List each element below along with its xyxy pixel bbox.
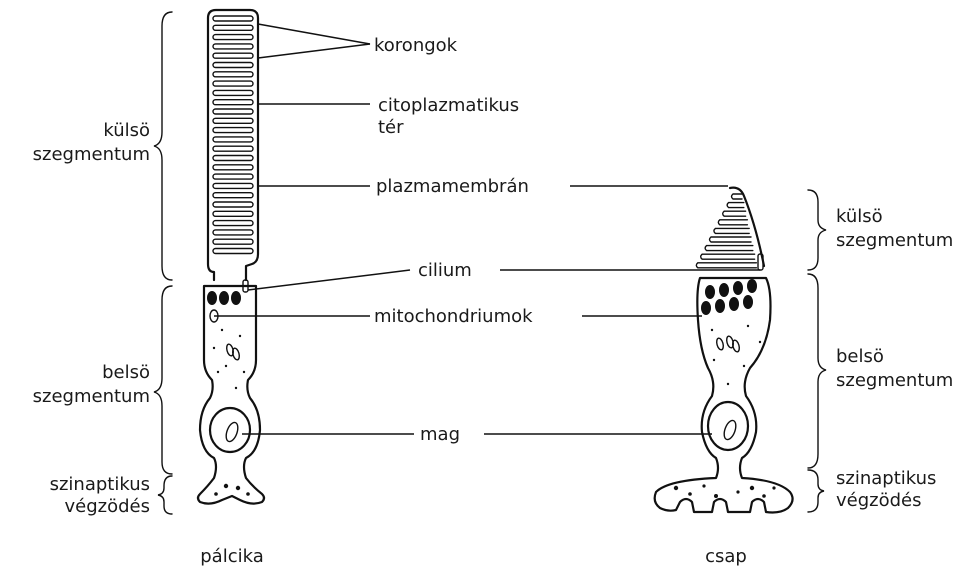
rod-disk bbox=[213, 118, 253, 123]
label-korongok: korongok bbox=[374, 35, 458, 56]
rod-disk bbox=[213, 100, 253, 105]
rod-inner-segment-outline bbox=[198, 286, 264, 504]
left-brace-inner-segment bbox=[154, 286, 172, 474]
label-cone: csap bbox=[705, 546, 747, 567]
rod-disk bbox=[213, 72, 253, 77]
rod-disk bbox=[213, 16, 253, 21]
rod-disk bbox=[213, 137, 253, 142]
rod-disk bbox=[213, 81, 253, 86]
cone-inner-segment-outline bbox=[655, 278, 793, 513]
cone-fold bbox=[718, 220, 747, 225]
right-brace-outer-segment bbox=[808, 190, 826, 270]
rod-mitochondria bbox=[207, 291, 241, 361]
cone-fold bbox=[696, 263, 756, 268]
cone-fold bbox=[710, 237, 752, 242]
right-inner-segment-line1: belsö bbox=[836, 346, 884, 367]
cone-nucleus bbox=[708, 402, 748, 450]
rod-disk bbox=[213, 202, 253, 207]
rod-disk bbox=[213, 183, 253, 188]
cone-cell bbox=[655, 188, 793, 513]
rod-synapse-dots bbox=[214, 484, 250, 496]
rod-disk bbox=[213, 44, 253, 49]
left-brace-synaptic-ending bbox=[158, 476, 172, 514]
right-outer-segment-line1: külsö bbox=[836, 206, 883, 227]
right-synaptic-ending-line2: végzödés bbox=[836, 490, 922, 511]
rod-nucleus bbox=[210, 408, 250, 452]
left-synaptic-ending-line1: szinaptikus bbox=[50, 474, 150, 495]
right-brace-synaptic-ending bbox=[808, 470, 824, 512]
rod-disk bbox=[213, 221, 253, 226]
cone-cytoplasm-dots bbox=[711, 325, 761, 385]
label-rod: pálcika bbox=[200, 546, 264, 567]
rod-disks bbox=[213, 16, 253, 254]
label-cilium: cilium bbox=[418, 260, 472, 281]
rod-disk bbox=[213, 230, 253, 235]
rod-disk bbox=[213, 146, 253, 151]
rod-disk bbox=[213, 63, 253, 68]
cone-fold bbox=[705, 246, 753, 251]
rod-disk bbox=[213, 128, 253, 133]
cone-fold bbox=[701, 254, 755, 259]
rod-disk bbox=[213, 35, 253, 40]
rod-disk bbox=[213, 211, 253, 216]
leader-lines bbox=[214, 24, 760, 434]
rod-disk bbox=[213, 239, 253, 244]
left-outer-segment-line1: külsö bbox=[103, 120, 150, 141]
label-mag: mag bbox=[420, 424, 460, 445]
cone-fold bbox=[727, 203, 744, 208]
label-plazmamembran: plazmamembrán bbox=[376, 176, 529, 197]
right-inner-segment-line2: szegmentum bbox=[836, 370, 953, 391]
rod-disk bbox=[213, 165, 253, 170]
rod-cell bbox=[198, 10, 264, 504]
left-inner-segment-line1: belsö bbox=[102, 362, 150, 383]
rod-disk bbox=[213, 25, 253, 30]
left-inner-segment-line2: szegmentum bbox=[33, 386, 150, 407]
cone-fold bbox=[723, 211, 746, 216]
right-brace-inner-segment bbox=[808, 274, 826, 468]
left-outer-segment-line2: szegmentum bbox=[33, 144, 150, 165]
rod-disk bbox=[213, 193, 253, 198]
label-citoplazmatikus: citoplazmatikus bbox=[378, 95, 519, 116]
right-outer-segment-line2: szegmentum bbox=[836, 230, 953, 251]
cone-mitochondria bbox=[701, 279, 757, 353]
rod-disk bbox=[213, 53, 253, 58]
left-synaptic-ending-line2: végzödés bbox=[65, 496, 151, 517]
rod-disk bbox=[213, 249, 253, 254]
cone-fold bbox=[732, 194, 743, 199]
rod-cytoplasm-dots bbox=[213, 329, 245, 389]
rod-disk bbox=[213, 174, 253, 179]
rod-disk bbox=[213, 90, 253, 95]
label-mitochondriumok: mitochondriumok bbox=[374, 306, 533, 327]
rod-disk bbox=[213, 109, 253, 114]
cone-synapse-dots bbox=[674, 484, 776, 498]
cone-fold bbox=[714, 228, 749, 233]
right-synaptic-ending-line1: szinaptikus bbox=[836, 468, 936, 489]
rod-disk bbox=[213, 156, 253, 161]
label-ter: tér bbox=[378, 117, 404, 138]
left-brace-outer-segment bbox=[154, 12, 172, 280]
